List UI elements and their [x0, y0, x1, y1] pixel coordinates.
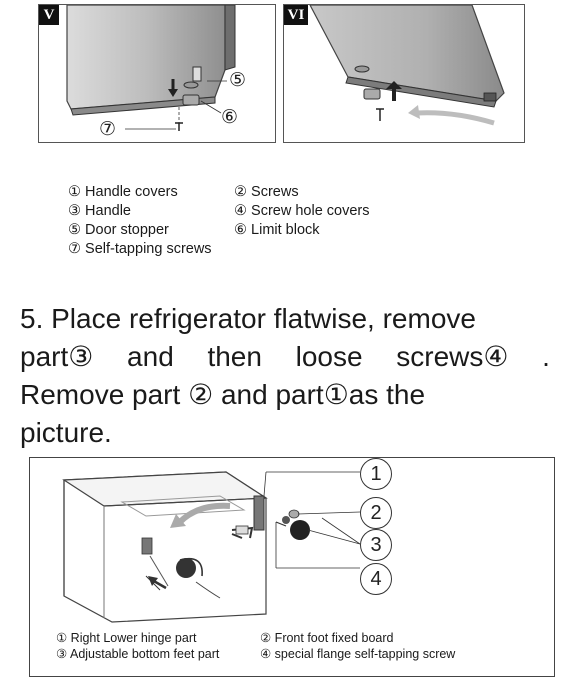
callout-6: ⑥: [221, 106, 239, 128]
panel-vi-drawing: [309, 5, 505, 126]
legend-item: ② Screws: [234, 184, 299, 200]
legend-item: ⑦ Self-tapping screws: [68, 241, 212, 257]
legend-row: ③ Handle ④ Screw hole covers: [68, 202, 370, 221]
step-word: .: [542, 341, 550, 372]
legend-item: ⑥ Limit block: [234, 222, 320, 238]
legend-row: ③ Adjustable bottom feet part ④ special …: [56, 646, 455, 662]
panel-vi-tag: VI: [284, 5, 308, 25]
legend-row: ① Handle covers ② Screws: [68, 183, 370, 202]
legend-item: ④ special flange self-tapping screw: [260, 647, 456, 661]
callout-3: 3: [360, 529, 392, 561]
callout-2: 2: [360, 497, 392, 529]
legend-item: ③ Adjustable bottom feet part: [56, 647, 220, 661]
parts-legend-top: ① Handle covers ② Screws ③ Handle ④ Scre…: [68, 183, 370, 259]
step-line-3: Remove part ② and part①as the: [20, 379, 426, 410]
legend-item: ⑤ Door stopper: [68, 222, 169, 238]
step-instruction: 5. Place refrigerator flatwise, remove p…: [20, 300, 554, 452]
legend-row: ① Right Lower hinge part ② Front foot fi…: [56, 630, 455, 646]
step-word: and: [127, 341, 174, 372]
legend-item: ① Right Lower hinge part: [56, 631, 197, 645]
legend-item: ② Front foot fixed board: [260, 631, 394, 645]
step-word: screws④: [396, 341, 509, 372]
step-line-2: part③ and then loose screws④ .: [20, 338, 550, 376]
hinge-removal-drawing: [62, 471, 361, 623]
illustration-panel-vi: VI: [283, 4, 525, 143]
step-word: loose: [295, 341, 363, 372]
step-word: then: [207, 341, 262, 372]
step-line-4: picture.: [20, 417, 112, 448]
panel-v-tag: V: [39, 5, 59, 25]
legend-item: ③ Handle: [68, 203, 131, 219]
legend-item: ④ Screw hole covers: [234, 203, 370, 219]
panel-v-drawing: [66, 5, 236, 131]
legend-row: ⑤ Door stopper ⑥ Limit block: [68, 221, 370, 240]
step-line-1: 5. Place refrigerator flatwise, remove: [20, 303, 476, 334]
callout-1: 1: [360, 458, 392, 490]
callout-5: ⑤: [229, 69, 247, 91]
illustration-panel-v: V ⑤ ⑥ ⑦: [38, 4, 276, 143]
callout-7: ⑦: [99, 118, 117, 140]
legend-item: ① Handle covers: [68, 184, 178, 200]
parts-legend-bottom: ① Right Lower hinge part ② Front foot fi…: [56, 630, 455, 662]
step-word: part③: [20, 341, 94, 372]
legend-row: ⑦ Self-tapping screws: [68, 240, 370, 259]
hinge-removal-figure: 1 2 3 4 ① Right Lower hinge part ② Front…: [29, 457, 555, 677]
callout-4: 4: [360, 563, 392, 595]
